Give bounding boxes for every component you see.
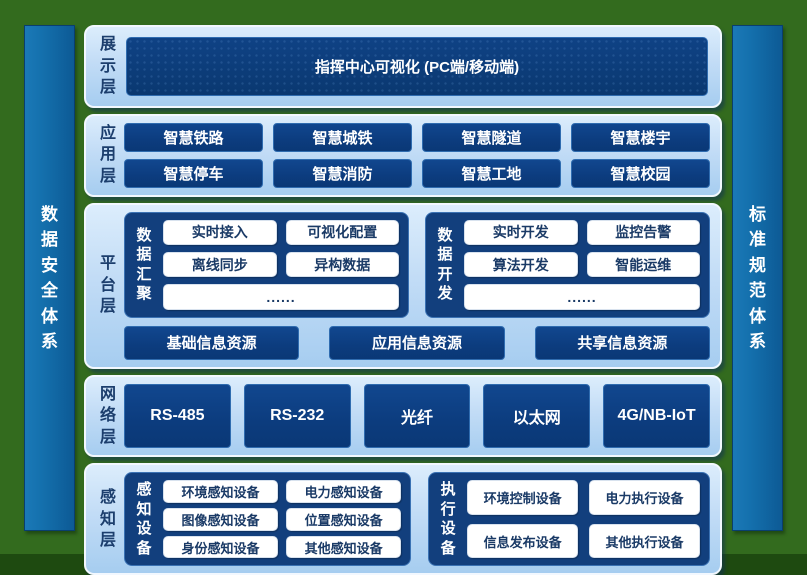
application-grid: 智慧铁路 智慧城铁 智慧隧道 智慧楼宇 智慧停车 智慧消防 智慧工地 智慧校园 <box>124 122 710 188</box>
data-development-panel: 数据开发 实时开发 监控告警 算法开发 智能运维 ...... <box>425 211 710 318</box>
device-box: 电力执行设备 <box>589 480 700 515</box>
device-box: 其他感知设备 <box>286 535 402 559</box>
data-development-items: 实时开发 监控告警 算法开发 智能运维 ...... <box>464 219 700 310</box>
platform-body: 数据汇聚 实时接入 可视化配置 离线同步 异构数据 ...... 数据开发 <box>124 211 710 360</box>
device-box: 身份感知设备 <box>163 535 279 559</box>
platform-item: 可视化配置 <box>285 219 399 245</box>
network-box: 光纤 <box>363 383 471 449</box>
data-development-label: 数据开发 <box>437 226 453 303</box>
layer-display-label: 展示层 <box>99 36 116 97</box>
device-box: 信息发布设备 <box>467 523 579 559</box>
sensing-devices-label-zone: 感知设备 <box>134 480 154 558</box>
device-box: 环境控制设备 <box>467 480 579 515</box>
device-box: 其他执行设备 <box>589 523 700 559</box>
device-box: 图像感知设备 <box>163 508 279 531</box>
platform-item-more: ...... <box>464 284 700 310</box>
platform-item-more: ...... <box>163 284 399 310</box>
sidebar-data-security: 数据安全体系 <box>24 25 75 531</box>
layer-platform: 平台层 数据汇聚 实时接入 可视化配置 离线同步 异构数据 ...... <box>84 202 722 369</box>
application-box: 智慧校园 <box>571 158 710 188</box>
layer-network-label-zone: 网络层 <box>92 384 124 449</box>
layer-stack: 展示层 指挥中心可视化 (PC端/移动端) 应用层 智慧铁路 智慧城铁 智慧隧道… <box>84 25 722 575</box>
layer-perception: 感知层 感知设备 环境感知设备 电力感知设备 图像感知设备 位置感知设备 身份感… <box>84 463 722 575</box>
execution-devices-panel: 执行设备 环境控制设备 电力执行设备 信息发布设备 其他执行设备 <box>428 472 710 567</box>
layer-platform-label-zone: 平台层 <box>92 212 124 360</box>
application-box: 智慧城铁 <box>273 122 412 152</box>
platform-item: 算法开发 <box>464 251 578 278</box>
sensing-devices-panel: 感知设备 环境感知设备 电力感知设备 图像感知设备 位置感知设备 身份感知设备 … <box>124 472 412 567</box>
layer-application-label-zone: 应用层 <box>92 123 124 188</box>
layer-perception-label: 感知层 <box>99 488 116 550</box>
platform-item: 监控告警 <box>586 219 700 245</box>
layer-display-label-zone: 展示层 <box>92 34 124 99</box>
application-box: 智慧消防 <box>273 158 412 188</box>
device-box: 环境感知设备 <box>163 480 279 503</box>
data-aggregation-panel: 数据汇聚 实时接入 可视化配置 离线同步 异构数据 ...... <box>124 211 409 318</box>
data-aggregation-label: 数据汇聚 <box>136 226 152 303</box>
resource-box: 应用信息资源 <box>329 325 505 360</box>
sidebar-data-security-label: 数据安全体系 <box>41 204 58 352</box>
platform-item: 异构数据 <box>285 251 399 278</box>
layer-network-label: 网络层 <box>99 385 116 446</box>
layer-platform-label: 平台层 <box>99 255 116 316</box>
application-box: 智慧停车 <box>124 158 263 188</box>
network-box: 以太网 <box>483 383 591 449</box>
sidebar-standards: 标准规范体系 <box>732 25 783 531</box>
network-items: RS-485 RS-232 光纤 以太网 4G/NB-IoT <box>124 383 710 449</box>
data-aggregation-label-zone: 数据汇聚 <box>134 220 154 310</box>
perception-body: 感知设备 环境感知设备 电力感知设备 图像感知设备 位置感知设备 身份感知设备 … <box>124 472 710 567</box>
information-resources-row: 基础信息资源 应用信息资源 共享信息资源 <box>124 325 710 360</box>
data-development-label-zone: 数据开发 <box>435 220 455 310</box>
platform-groups: 数据汇聚 实时接入 可视化配置 离线同步 异构数据 ...... 数据开发 <box>124 211 710 318</box>
network-box: RS-485 <box>124 383 231 449</box>
layer-application: 应用层 智慧铁路 智慧城铁 智慧隧道 智慧楼宇 智慧停车 智慧消防 智慧工地 智… <box>84 113 722 197</box>
execution-devices-label: 执行设备 <box>440 481 456 557</box>
network-box: RS-232 <box>243 383 351 449</box>
platform-item: 实时接入 <box>163 219 277 245</box>
device-box: 位置感知设备 <box>286 508 402 531</box>
network-box: 4G/NB-IoT <box>603 383 710 449</box>
resource-box: 共享信息资源 <box>534 325 710 360</box>
command-center-visualization-box: 指挥中心可视化 (PC端/移动端) <box>126 37 708 96</box>
sensing-devices-items: 环境感知设备 电力感知设备 图像感知设备 位置感知设备 身份感知设备 其他感知设… <box>163 480 402 559</box>
layer-network: 网络层 RS-485 RS-232 光纤 以太网 4G/NB-IoT <box>84 374 722 458</box>
layer-application-label: 应用层 <box>99 124 116 185</box>
sensing-devices-label: 感知设备 <box>136 481 152 557</box>
sidebar-standards-label: 标准规范体系 <box>749 204 766 352</box>
platform-item: 实时开发 <box>464 219 578 245</box>
device-box: 电力感知设备 <box>286 480 402 503</box>
platform-item: 智能运维 <box>586 251 700 278</box>
application-box: 智慧铁路 <box>124 122 263 152</box>
application-box: 智慧隧道 <box>422 122 561 152</box>
platform-item: 离线同步 <box>163 251 277 278</box>
execution-devices-label-zone: 执行设备 <box>438 480 458 558</box>
layer-display: 展示层 指挥中心可视化 (PC端/移动端) <box>84 25 722 108</box>
execution-devices-items: 环境控制设备 电力执行设备 信息发布设备 其他执行设备 <box>467 480 700 559</box>
resource-box: 基础信息资源 <box>124 325 300 360</box>
data-aggregation-items: 实时接入 可视化配置 离线同步 异构数据 ...... <box>163 219 399 310</box>
application-box: 智慧楼宇 <box>571 122 710 152</box>
layer-perception-label-zone: 感知层 <box>92 472 124 566</box>
application-box: 智慧工地 <box>422 158 561 188</box>
